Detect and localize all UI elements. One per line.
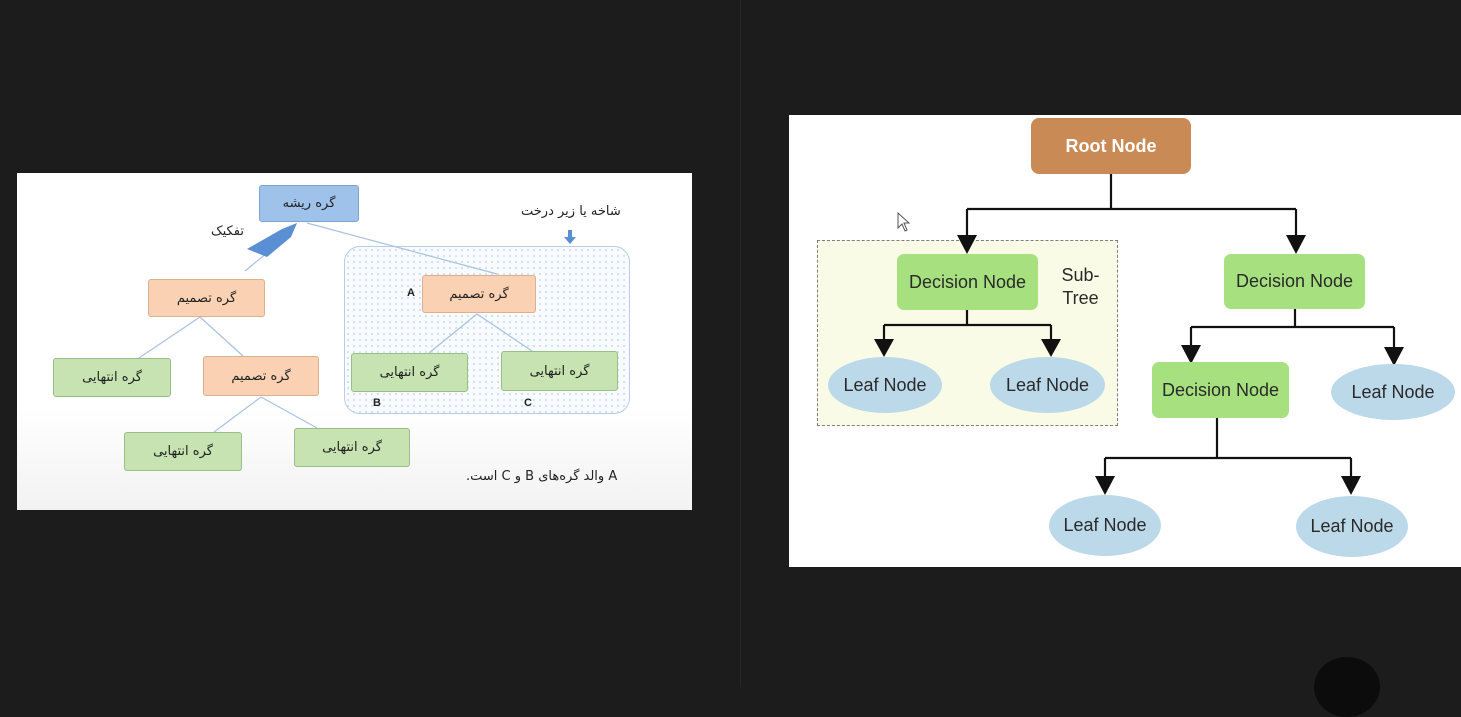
leaf-node: Leaf Node	[1296, 496, 1408, 557]
right-connectors	[874, 174, 1404, 495]
decision-node: Decision Node	[1224, 254, 1365, 309]
root-node: Root Node	[1031, 118, 1191, 174]
node-letter-a: A	[407, 287, 415, 299]
fa-leaf-node: گره انتهایی	[501, 351, 618, 391]
node-letter-b: B	[373, 397, 381, 409]
screen-divider	[740, 0, 741, 687]
left-connectors	[138, 222, 576, 433]
fa-split-label: تفکیک	[211, 224, 244, 239]
decision-node: Decision Node	[1152, 362, 1289, 418]
fa-root-node: گره ریشه	[259, 185, 359, 222]
leaf-node: Leaf Node	[1049, 495, 1161, 556]
fa-branch-label: شاخه یا زیر درخت	[521, 204, 621, 219]
split-arrow-icon	[247, 223, 297, 257]
leaf-node: Leaf Node	[990, 357, 1105, 413]
down-arrow-icon	[564, 230, 576, 244]
fa-leaf-node: گره انتهایی	[294, 428, 410, 467]
node-letter-c: C	[524, 397, 532, 409]
leaf-node: Leaf Node	[1331, 364, 1455, 420]
mouse-cursor-icon	[897, 212, 911, 232]
subtree-label: Sub- Tree	[1053, 264, 1108, 310]
fa-caption: A والد گره‌های B و C است.	[466, 469, 618, 484]
persian-tree-slide: گره ریشه تفکیک شاخه یا زیر درخت گره تصمی…	[17, 173, 692, 510]
leaf-node: Leaf Node	[828, 357, 942, 413]
fa-leaf-node: گره انتهایی	[351, 353, 468, 392]
fa-leaf-node: گره انتهایی	[124, 432, 242, 471]
fa-decision-node: گره تصمیم	[148, 279, 265, 317]
subtree-label-line2: Tree	[1062, 288, 1099, 308]
decision-node: Decision Node	[897, 254, 1038, 310]
presenter-head	[1314, 657, 1380, 717]
fa-leaf-node: گره انتهایی	[53, 358, 171, 397]
english-tree-slide: Root Node Decision Node Sub- Tree Decisi…	[789, 115, 1461, 567]
fa-decision-node: گره تصمیم	[422, 275, 536, 313]
fa-decision-node: گره تصمیم	[203, 356, 319, 396]
subtree-label-line1: Sub-	[1061, 265, 1100, 285]
